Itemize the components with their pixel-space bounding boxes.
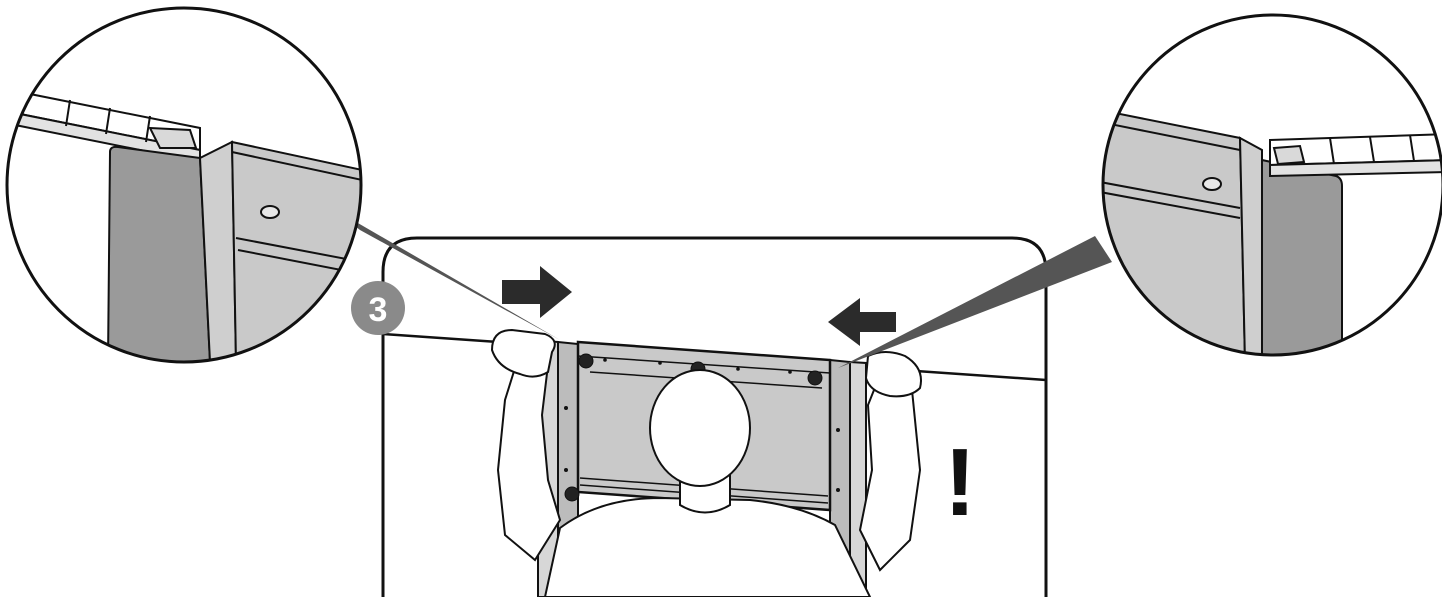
head (650, 370, 750, 486)
step-number-label: 3 (369, 291, 388, 329)
left-detail-zoom (0, 8, 362, 362)
warning-exclamation-icon: ! (944, 429, 976, 536)
screw-head (565, 487, 579, 501)
step-number-badge: 3 (351, 281, 405, 335)
main-scene: 3 ! (351, 238, 1046, 597)
right-detail-zoom (1100, 15, 1442, 362)
screw-head (808, 371, 822, 385)
screw-head (579, 354, 593, 368)
